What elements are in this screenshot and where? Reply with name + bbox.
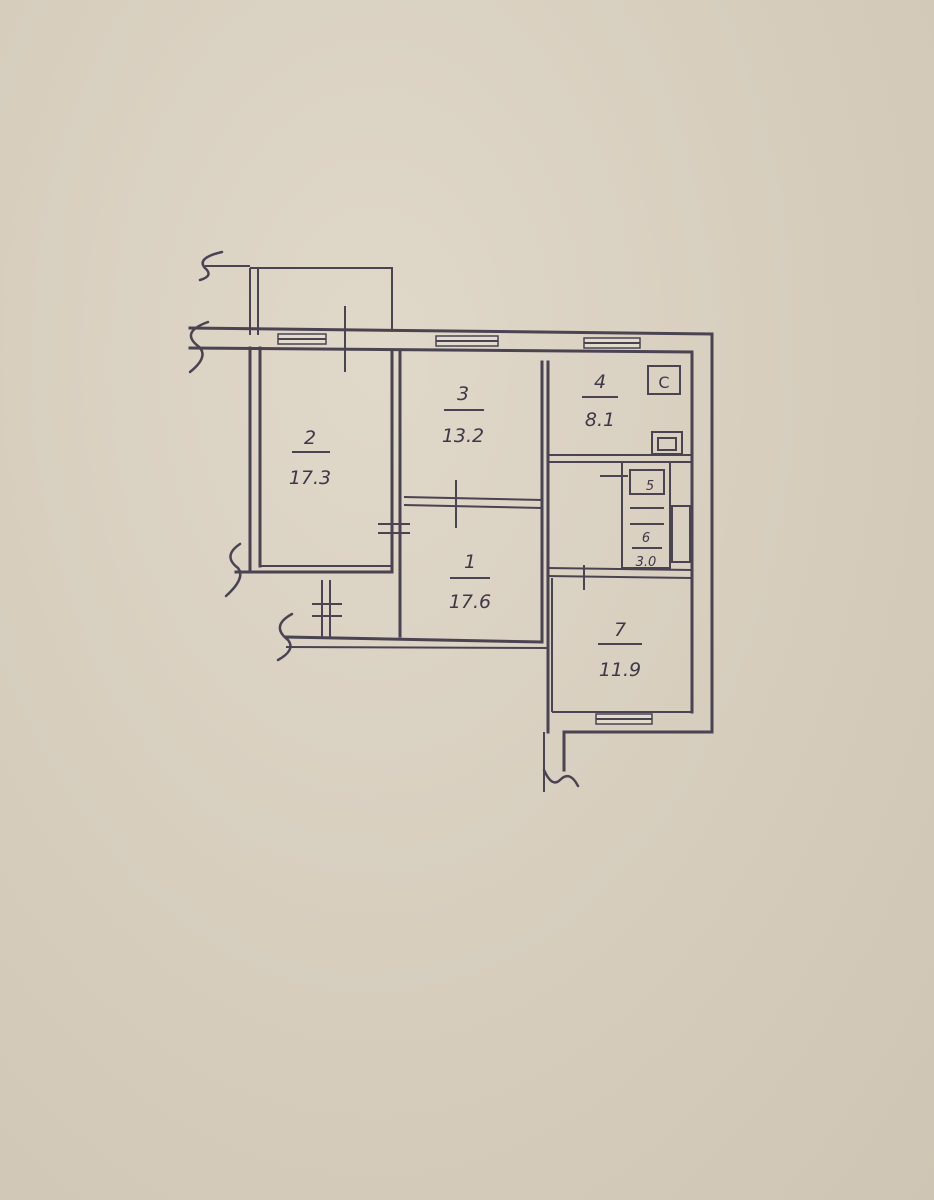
window-room-7 [595, 713, 653, 725]
room-number: 1 [464, 551, 476, 573]
window-room-4 [583, 337, 641, 349]
room-number: 7 [614, 619, 626, 641]
room-area: 11.9 [599, 659, 641, 681]
exterior-wall-top [188, 320, 714, 374]
room-label-4: 4 8.1 [582, 371, 618, 431]
room-area: 17.3 [289, 467, 331, 489]
interior-walls [390, 350, 693, 734]
room-number: 2 [304, 427, 316, 449]
room-number: 3 [457, 383, 469, 405]
stove-icon: C [647, 365, 681, 395]
entrance-mark [542, 768, 580, 788]
door-marks [378, 475, 628, 590]
room-label-6: 6 3.0 [632, 531, 662, 570]
exterior-wall-right [562, 332, 714, 772]
sink-icon [651, 431, 683, 455]
room-label-7: 7 11.9 [598, 619, 642, 681]
exterior-wall-left [224, 346, 394, 598]
room-label-1: 1 17.6 [449, 551, 491, 613]
balcony [198, 250, 393, 335]
room-label-2: 2 17.3 [289, 427, 331, 489]
window-room-2 [277, 333, 327, 345]
room-area: 13.2 [442, 425, 484, 447]
exterior-wall-bottom [276, 580, 549, 662]
room-area: 8.1 [585, 409, 615, 431]
stove-symbol: C [658, 373, 669, 392]
room-number: 4 [594, 371, 606, 393]
room-label-5: 5 [646, 479, 654, 494]
room-area: 17.6 [449, 591, 491, 613]
room-area: 3.0 [636, 555, 657, 570]
room-label-3: 3 13.2 [442, 383, 484, 447]
room-number: 6 [642, 531, 650, 546]
room-number: 5 [646, 479, 654, 494]
window-room-3 [435, 335, 499, 347]
bathroom-block [621, 461, 691, 569]
